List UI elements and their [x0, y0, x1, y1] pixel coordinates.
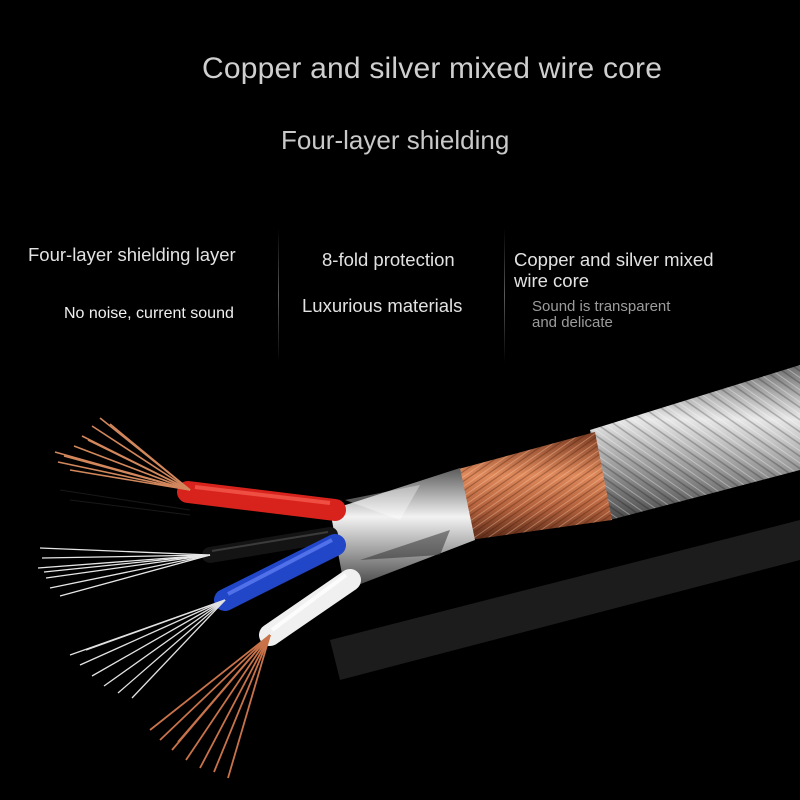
feature-2-title: 8-fold protection: [322, 249, 455, 270]
white-wire: [259, 569, 361, 646]
copper-strands-top: [54, 417, 191, 491]
outer-braid-sleeve: [590, 365, 800, 520]
column-divider-1: [278, 228, 279, 363]
foil-shield-layer: [330, 468, 475, 590]
black-wire: [202, 527, 338, 563]
silver-strands-black-wire: [37, 547, 211, 597]
feature-3-title-line2: wire core: [514, 270, 590, 291]
subheadline: Four-layer shielding: [281, 125, 510, 155]
feature-3-subtitle-line2: and delicate: [532, 314, 613, 331]
feature-2-subtitle: Luxurious materials: [302, 295, 463, 316]
red-wire: [177, 481, 346, 521]
silver-strands-blue-wire: [69, 599, 226, 699]
feature-3-title: Copper and silver mixed: [514, 249, 714, 270]
feature-1-title: Four-layer shielding layer: [28, 244, 236, 265]
headline: Copper and silver mixed wire core: [202, 52, 663, 85]
column-divider-2: [504, 228, 505, 363]
blue-wire: [214, 534, 346, 611]
copper-strands-bottom: [149, 634, 271, 779]
copper-braid-layer: [455, 432, 612, 540]
feature-1-subtitle: No noise, current sound: [64, 305, 234, 322]
feature-3-subtitle: Sound is transparent: [532, 298, 671, 315]
cable-reflection: [59, 489, 800, 680]
